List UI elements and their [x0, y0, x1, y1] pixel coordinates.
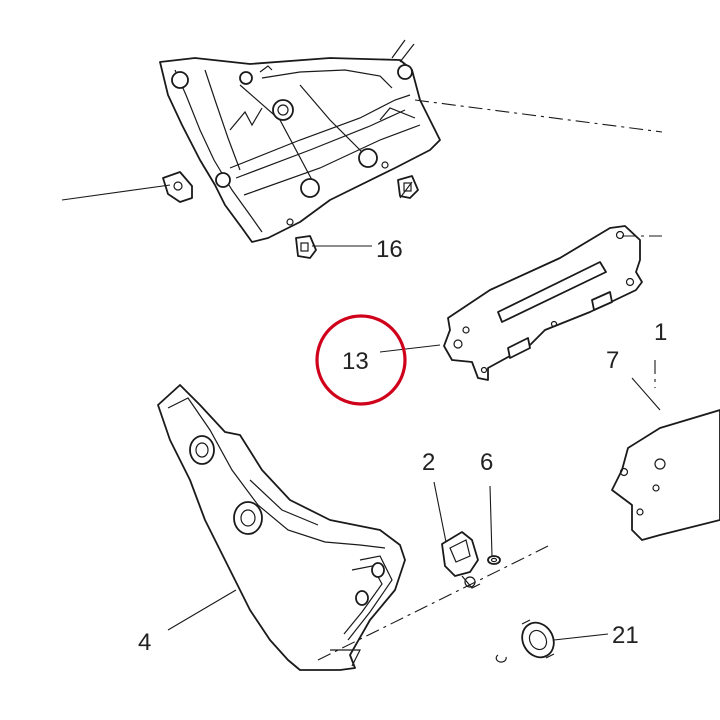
callout-13: 13: [342, 348, 369, 375]
callout-7: 7: [606, 347, 619, 374]
callout-16: 16: [376, 236, 403, 263]
bracket-plate-13: [443, 225, 643, 381]
callout-4: 4: [138, 629, 151, 656]
leader-lines: [61, 181, 661, 641]
callout-21: 21: [612, 622, 639, 649]
highlight-ring: [315, 314, 407, 406]
bracket-2: [441, 531, 481, 589]
callout-6: 6: [480, 449, 493, 476]
clip-nut-16: [295, 235, 317, 259]
upper-frame-assembly: [159, 39, 441, 243]
clip-nut-left: [162, 171, 193, 203]
plate-7: [611, 409, 720, 541]
assembly-axis-lines: [317, 99, 663, 661]
callout-1-partial: 1: [654, 319, 667, 346]
washer-21: [495, 619, 555, 663]
pin-6: [487, 555, 501, 565]
side-cover-4: [157, 384, 406, 671]
callout-2: 2: [422, 449, 435, 476]
